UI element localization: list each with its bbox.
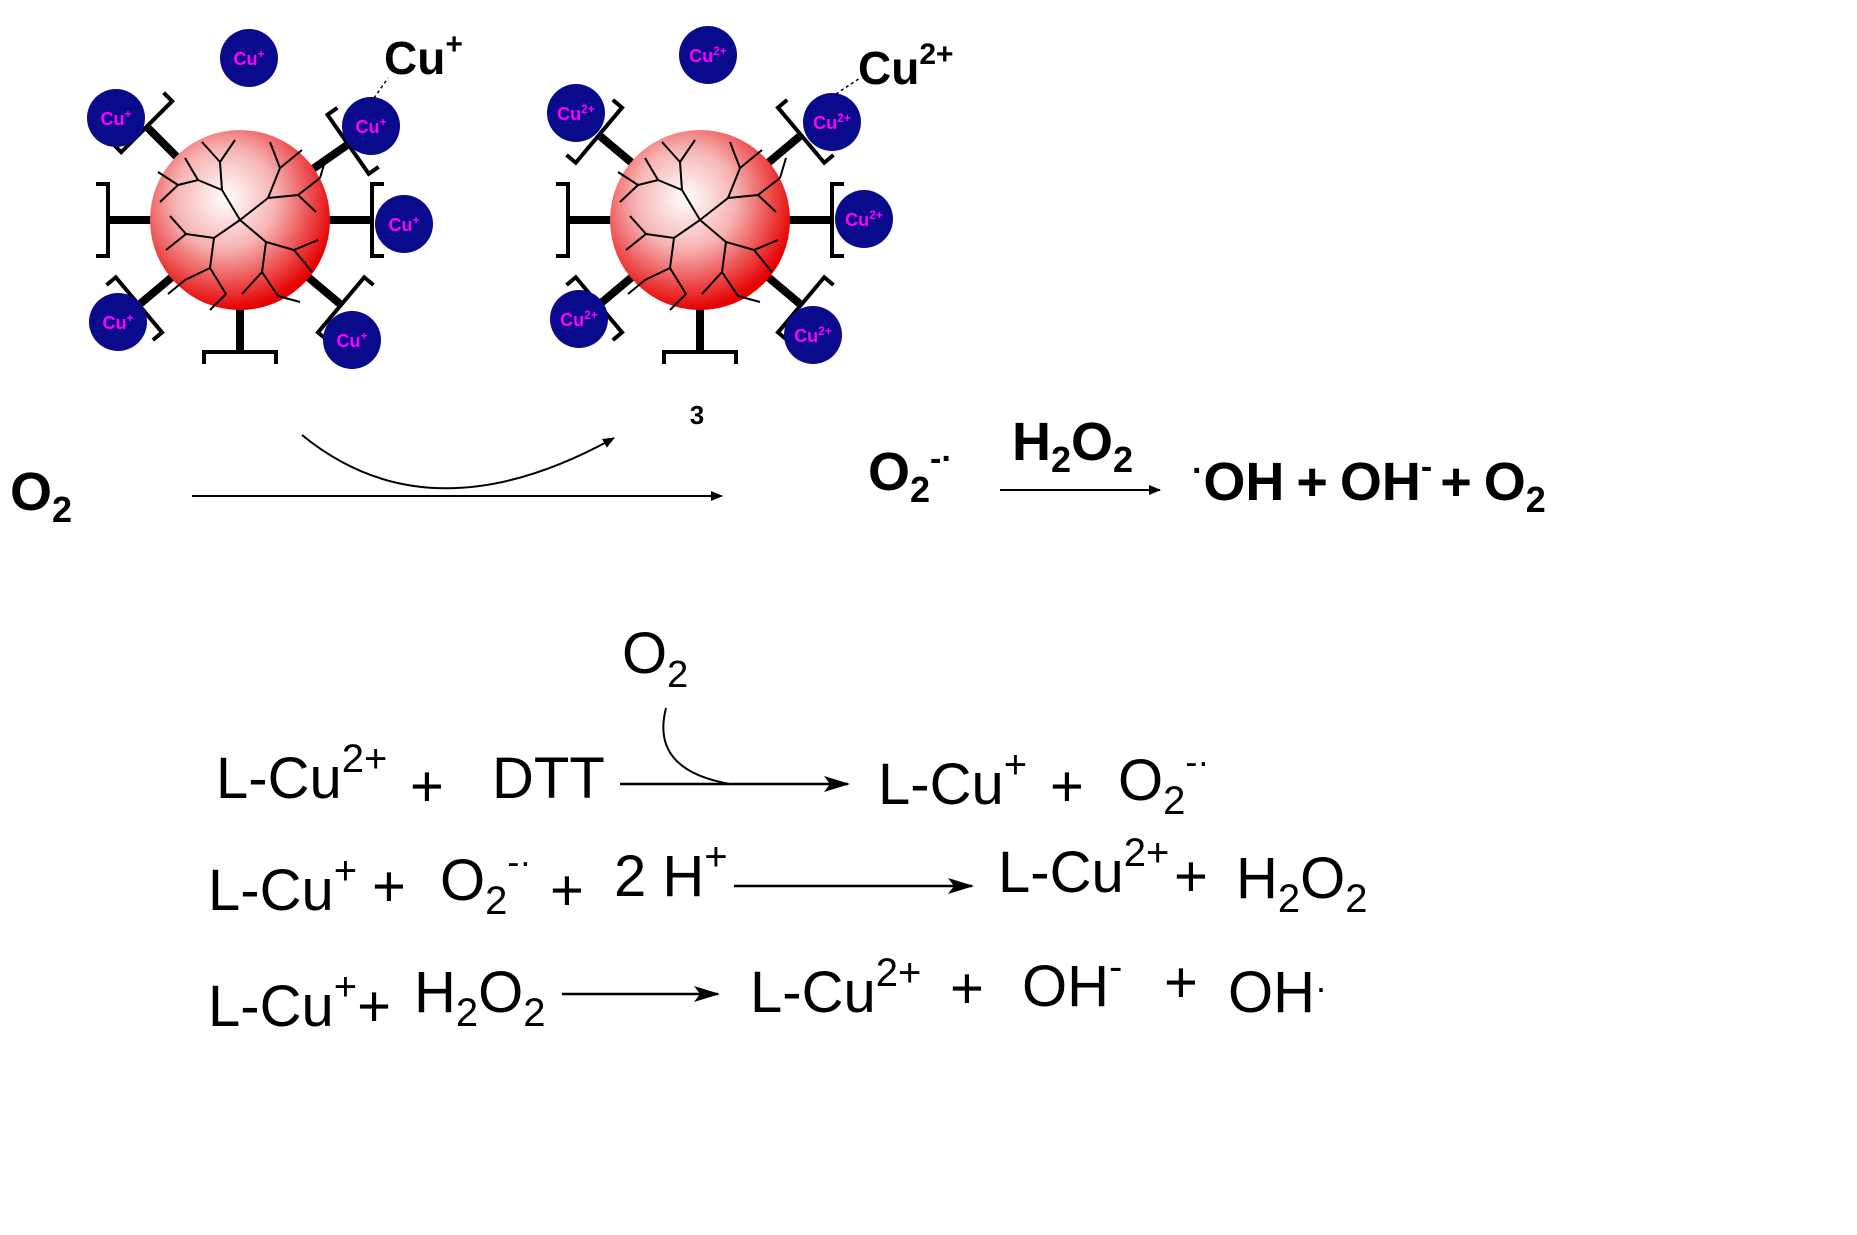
svg-text:Cu+: Cu+ <box>355 115 386 137</box>
svg-text:Cu+: Cu+ <box>102 311 133 333</box>
catalyst-curved-arrow <box>301 434 615 490</box>
copper-ion: Cu2+ <box>803 93 861 151</box>
products: ·OH+OH-+O2 <box>1192 448 1546 520</box>
svg-text:H2O2: H2O2 <box>1236 846 1368 921</box>
svg-text:L-Cu2+: L-Cu2+ <box>216 737 387 811</box>
svg-text:Cu2+: Cu2+ <box>845 208 883 230</box>
svg-text:L-Cu+: L-Cu+ <box>878 743 1027 817</box>
svg-text:Cu+: Cu+ <box>336 329 367 351</box>
copper-ion: Cu2+ <box>679 26 737 84</box>
copper-ion: Cu+ <box>342 97 400 155</box>
reactant-o2: O2 <box>10 462 72 530</box>
callout-cu-plus: Cu+ <box>384 28 463 84</box>
copper-ion: Cu2+ <box>784 306 842 364</box>
svg-text:+: + <box>1050 754 1084 819</box>
dendrimer-particle-left <box>96 93 384 364</box>
callout-leader <box>373 77 389 99</box>
svg-text:Cu2+: Cu2+ <box>813 111 851 133</box>
equation-2: L-Cu+ + O2-· + 2 H+ L-Cu2+ + H2O2 <box>208 831 1368 923</box>
svg-text:Cu2+: Cu2+ <box>689 44 727 66</box>
equation-3: L-Cu++ H2O2 L-Cu2+ + OH- + OH· <box>208 945 1327 1039</box>
svg-text:+: + <box>950 956 984 1021</box>
dendrimer-particle-right <box>556 100 844 364</box>
svg-text:+: + <box>1164 950 1198 1015</box>
svg-text:L-Cu2+: L-Cu2+ <box>998 831 1169 905</box>
ligand-arm <box>204 308 276 364</box>
svg-text:Cu2+: Cu2+ <box>560 308 598 330</box>
svg-text:2 H+: 2 H+ <box>614 835 728 909</box>
ligand-arm <box>96 184 152 256</box>
svg-text:Cu+: Cu+ <box>233 47 264 69</box>
copper-ion: Cu+ <box>87 89 145 147</box>
svg-text:L-Cu2+: L-Cu2+ <box>750 951 921 1025</box>
copper-ion: Cu+ <box>89 293 147 351</box>
callout-cu-2plus: Cu2+ <box>858 38 954 94</box>
copper-ion: Cu+ <box>323 311 381 369</box>
reagent-h2o2: H2O2 <box>1012 412 1133 480</box>
callout-leader <box>835 77 861 95</box>
copper-ion: Cu2+ <box>835 190 893 248</box>
svg-text:DTT: DTT <box>492 746 605 811</box>
svg-text:Cu2+: Cu2+ <box>557 102 595 124</box>
svg-text:+: + <box>410 754 444 819</box>
svg-text:Cu2+: Cu2+ <box>794 324 832 346</box>
copper-ion: Cu+ <box>375 195 433 253</box>
svg-text:Cu+: Cu+ <box>100 107 131 129</box>
ligand-arm <box>664 308 736 364</box>
svg-text:+: + <box>550 858 584 923</box>
svg-text:L-Cu+: L-Cu+ <box>208 849 357 923</box>
superoxide: O2-· <box>868 440 953 510</box>
svg-text:+: + <box>372 854 406 919</box>
svg-text:OH·: OH· <box>1228 960 1327 1025</box>
svg-text:H2O2: H2O2 <box>414 960 546 1035</box>
svg-text:L-Cu++: L-Cu++ <box>208 965 391 1039</box>
equation-1: L-Cu2+ + DTT L-Cu+ + O2-· <box>216 737 1209 823</box>
ligand-arm <box>556 184 612 256</box>
oxygen-input: O2 <box>622 621 688 696</box>
copper-ion: Cu+ <box>220 29 278 87</box>
svg-text:+: + <box>1174 844 1208 909</box>
copper-ion: Cu2+ <box>550 290 608 348</box>
compound-label: 3 <box>690 400 704 430</box>
oxygen-curved-arrow <box>662 707 731 785</box>
svg-text:Cu+: Cu+ <box>388 213 419 235</box>
svg-text:OH-: OH- <box>1022 945 1122 1019</box>
svg-text:O2-·: O2-· <box>1118 741 1209 823</box>
copper-ion: Cu2+ <box>547 84 605 142</box>
svg-text:O2-·: O2-· <box>440 841 531 923</box>
